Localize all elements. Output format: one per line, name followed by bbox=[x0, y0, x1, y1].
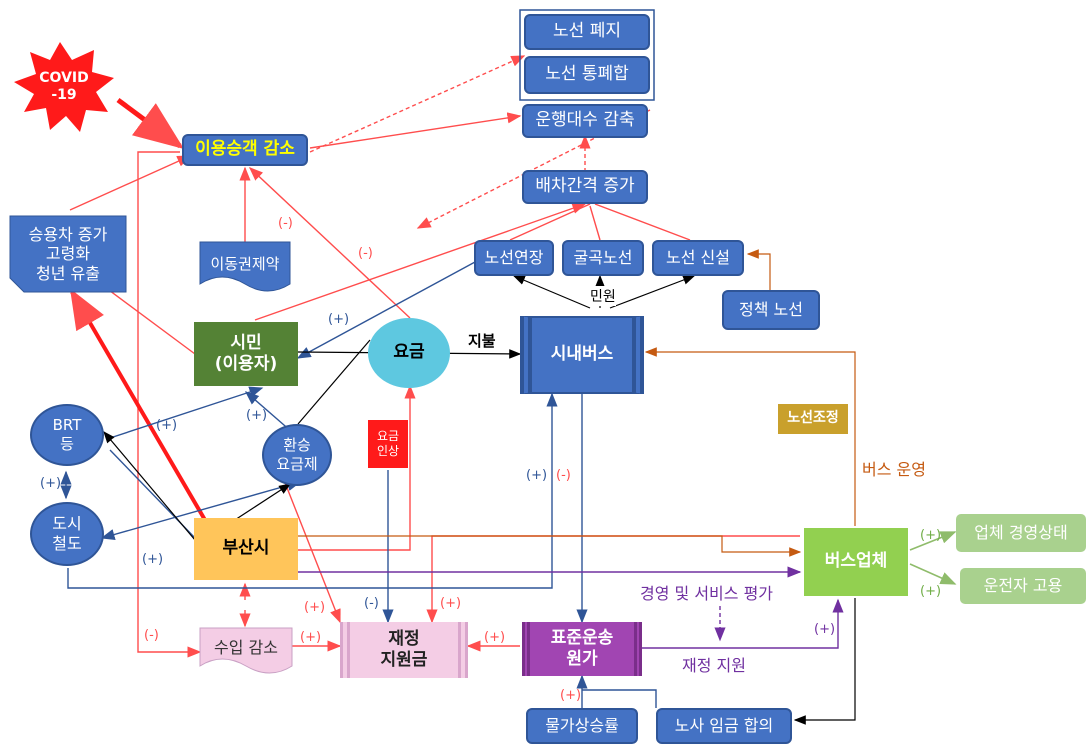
driver-employment-node: 운전자 고용 bbox=[960, 568, 1086, 604]
passenger-decrease-node: 이용승객 감소 bbox=[182, 134, 308, 166]
pay-label: 지불 bbox=[468, 332, 496, 350]
route-extend-node: 노선연장 bbox=[474, 240, 554, 276]
policy-route-node: 정책 노선 bbox=[722, 290, 820, 330]
city-bus-node: 시내버스 bbox=[520, 316, 644, 394]
polarity-label: (-) bbox=[556, 468, 571, 483]
route-group-frame bbox=[519, 9, 655, 101]
polarity-label: (+) bbox=[484, 630, 506, 645]
polarity-label: (+) bbox=[920, 584, 942, 599]
fiscal-support-node: 재정 지원금 bbox=[340, 622, 468, 678]
polarity-label: (+) bbox=[814, 622, 836, 637]
evaluation-label: 경영 및 서비스 평가 bbox=[640, 584, 774, 603]
vehicle-reduce-node: 운행대수 감축 bbox=[522, 104, 648, 138]
polarity-label: (-) bbox=[144, 628, 159, 643]
company-status-node: 업체 경영상태 bbox=[956, 514, 1086, 552]
polarity-label: (+) bbox=[300, 630, 322, 645]
urban-rail-node: 도시 철도 bbox=[30, 502, 104, 566]
bus-company-node: 버스업체 bbox=[804, 528, 908, 596]
polarity-label: (-) bbox=[358, 246, 373, 261]
polarity-label: (+) bbox=[328, 312, 350, 327]
fare-raise-shape bbox=[368, 420, 408, 468]
mobility-limit-shape bbox=[199, 241, 291, 292]
brt-node: BRT 등 bbox=[30, 404, 104, 466]
covid-starburst bbox=[14, 42, 114, 132]
revenue-decrease-node: 수입 감소 bbox=[214, 638, 278, 657]
route-adjust-shape bbox=[778, 404, 848, 434]
fiscal-support-label: 재정 지원 bbox=[682, 656, 746, 675]
busan-city-node: 부산시 bbox=[194, 518, 298, 580]
citizen-node: 시민 (이용자) bbox=[194, 322, 298, 386]
complaint-label: 민원 bbox=[590, 286, 616, 306]
route-adjust-node: 노선조정 bbox=[787, 410, 839, 427]
transfer-fare-node: 환승 요금제 bbox=[262, 424, 332, 486]
polarity-label: (+) bbox=[246, 408, 268, 423]
car-increase-shape bbox=[9, 215, 127, 293]
polarity-label: (+) bbox=[920, 528, 942, 543]
mobility-limit-node: 이동권제약 bbox=[210, 254, 280, 273]
polarity-label: (+) bbox=[142, 552, 164, 567]
wage-agreement-node: 노사 임금 합의 bbox=[656, 708, 792, 744]
route-merge-node: 노선 통폐합 bbox=[524, 56, 650, 94]
route-new-node: 노선 신설 bbox=[652, 240, 744, 276]
bus-operation-label: 버스 운영 bbox=[862, 460, 926, 479]
revenue-decrease-shape bbox=[199, 627, 293, 674]
covid-label: COVID -19 bbox=[39, 69, 89, 104]
fare-node: 요금 bbox=[368, 318, 450, 388]
polarity-label: (+) bbox=[560, 688, 582, 703]
standard-cost-node: 표준운송 원가 bbox=[522, 622, 642, 676]
polarity-label: (+) bbox=[526, 468, 548, 483]
curved-route-node: 굴곡노선 bbox=[562, 240, 644, 276]
polarity-label: (+) bbox=[40, 476, 62, 491]
interval-increase-node: 배차간격 증가 bbox=[522, 170, 648, 204]
inflation-node: 물가상승률 bbox=[526, 708, 638, 744]
polarity-label: (+) bbox=[304, 600, 326, 615]
polarity-label: (-) bbox=[278, 216, 293, 231]
fare-raise-node: 요금 인상 bbox=[376, 429, 400, 458]
polarity-label: (-) bbox=[364, 596, 379, 611]
polarity-label: (+) bbox=[156, 418, 178, 433]
route-abolish-node: 노선 폐지 bbox=[524, 14, 650, 50]
car-increase-node: 승용차 증가 고령화 청년 유출 bbox=[28, 225, 108, 283]
polarity-label: (+) bbox=[440, 596, 462, 611]
